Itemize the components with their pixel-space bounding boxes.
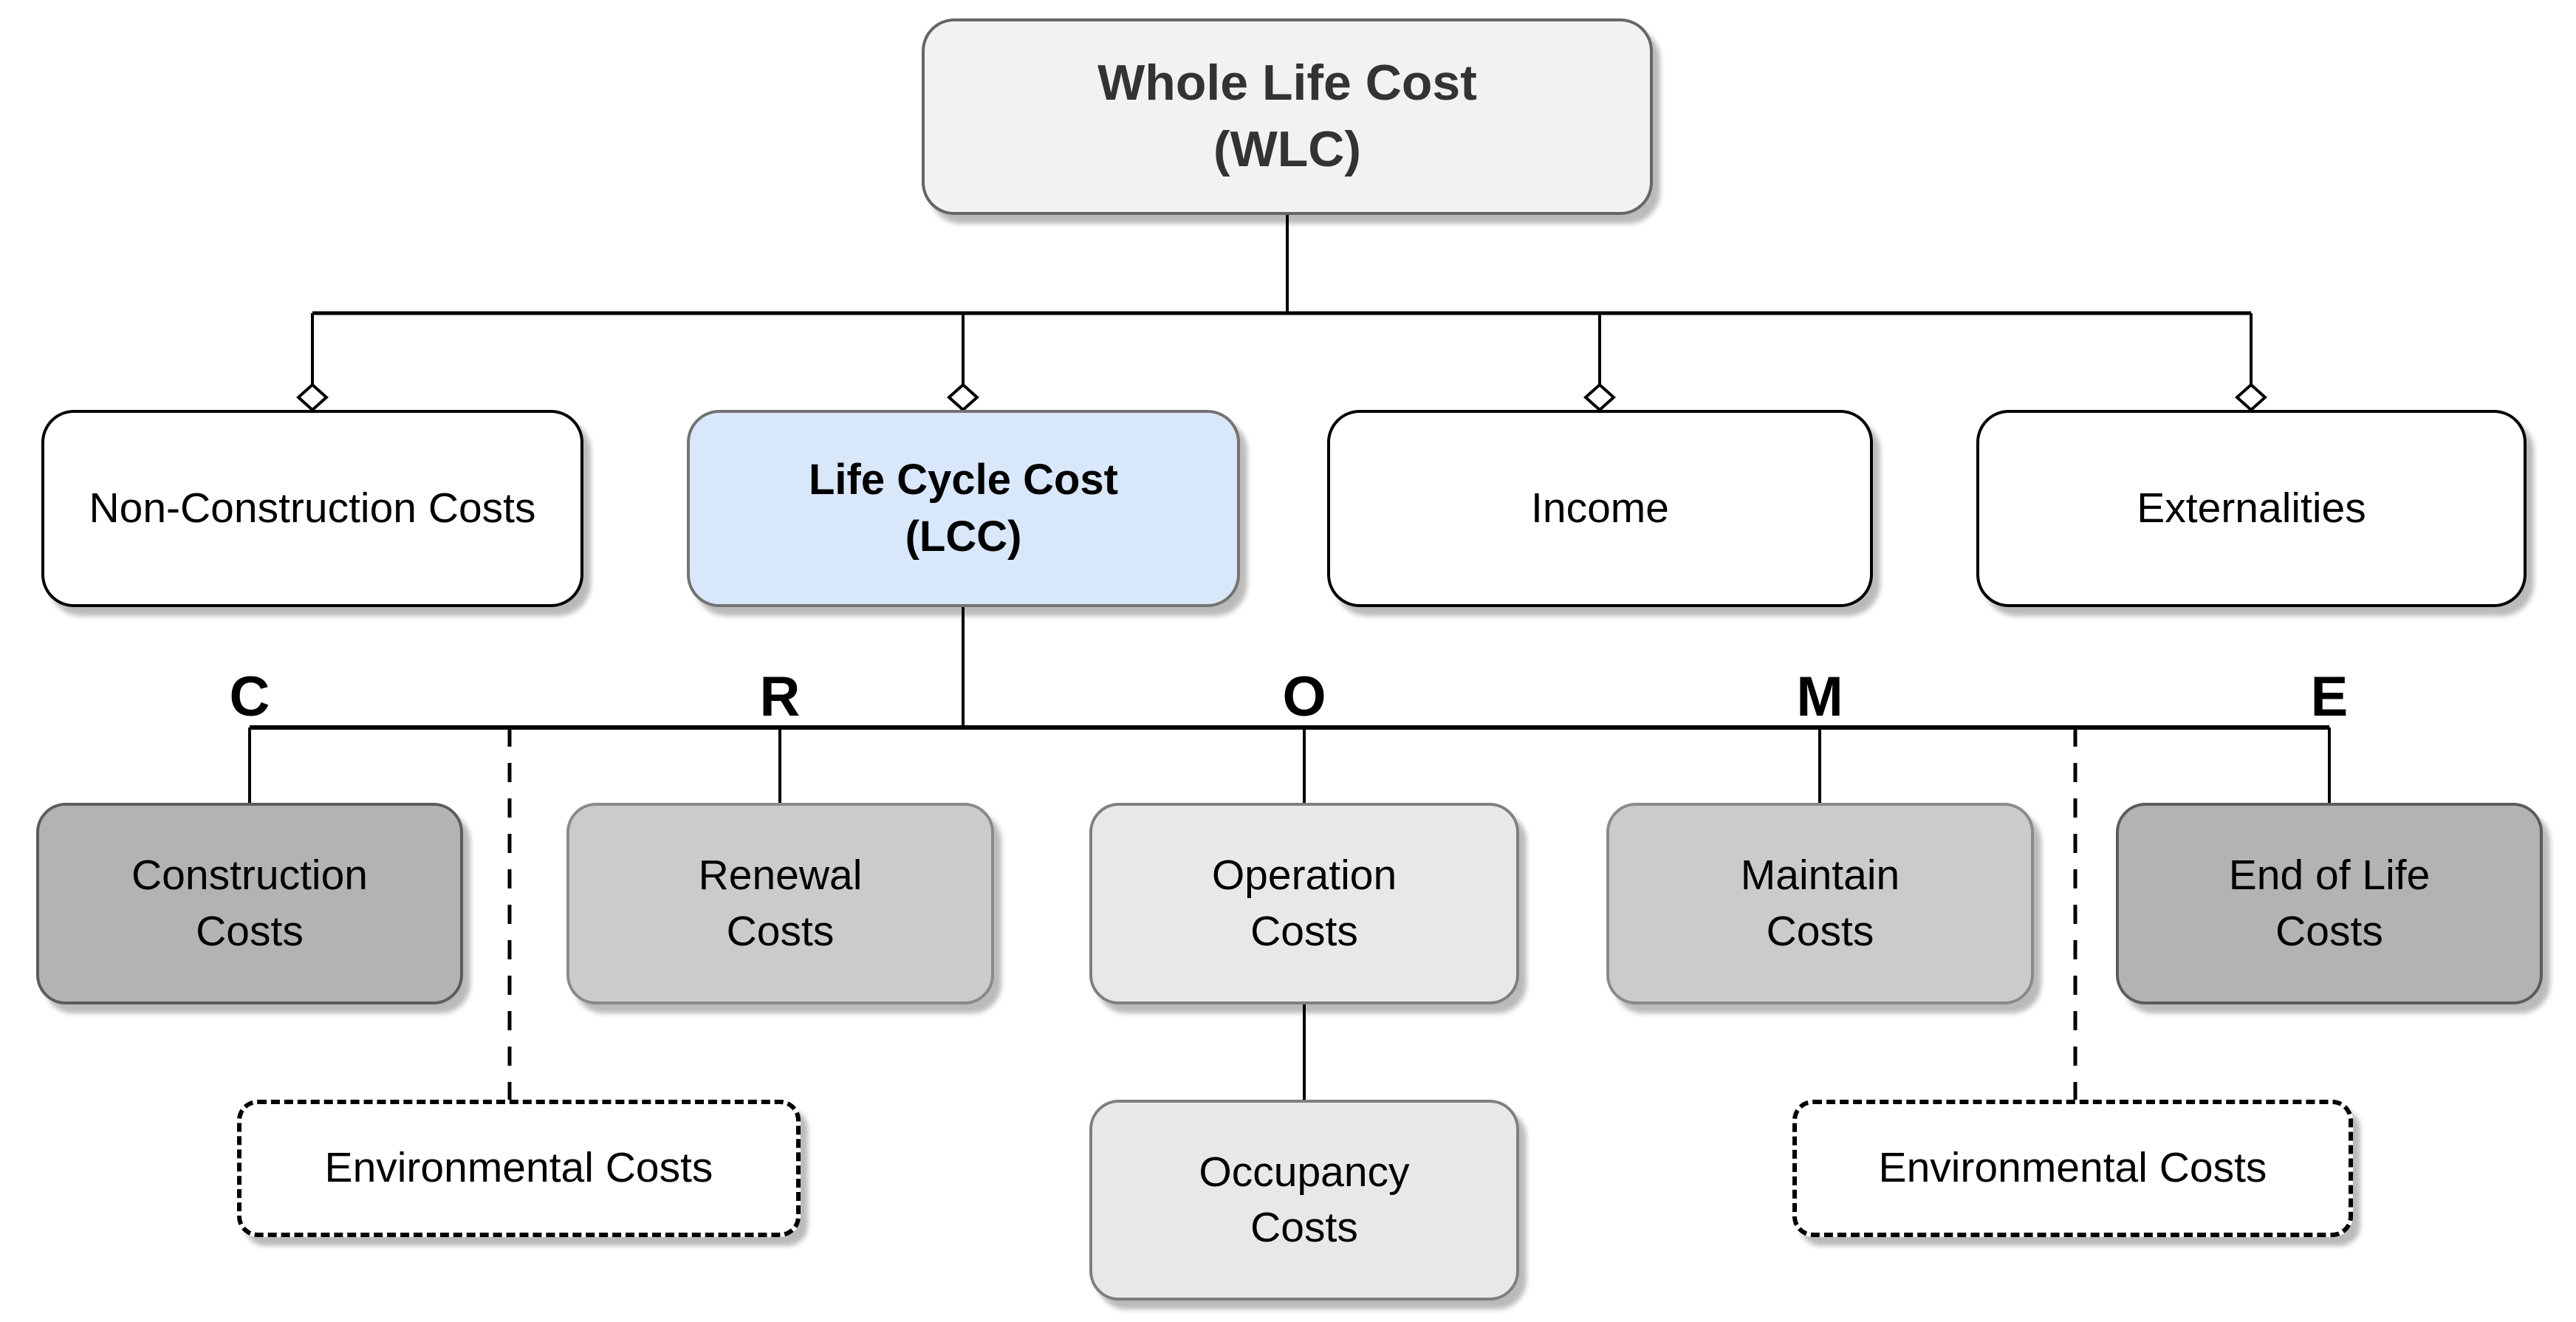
node-label: Non-Construction Costs (89, 484, 536, 532)
node-label: Costs (1250, 907, 1358, 955)
node-label: Costs (2275, 907, 2383, 955)
node-label: Maintain (1740, 852, 1900, 900)
node-label: (WLC) (1213, 121, 1362, 177)
node-end-of-life-costs: End of Life Costs (2116, 803, 2543, 1004)
node-label: Costs (196, 907, 304, 955)
node-label: Costs (1250, 1204, 1358, 1251)
diamond-icon (296, 383, 329, 412)
node-label: (LCC) (905, 512, 1022, 561)
node-non-construction-costs: Non-Construction Costs (41, 410, 583, 607)
letter-m: M (1796, 665, 1843, 728)
diamond-icon (1583, 383, 1616, 412)
node-label: Renewal (698, 852, 863, 900)
node-label: Operation (1211, 852, 1397, 900)
letter-e: E (2310, 665, 2349, 728)
node-environmental-costs-left: Environmental Costs (237, 1100, 801, 1237)
node-label: Costs (1766, 907, 1874, 955)
node-renewal-costs: Renewal Costs (566, 803, 994, 1004)
letter-o: O (1282, 665, 1326, 728)
node-operation-costs: Operation Costs (1089, 803, 1519, 1004)
node-label: Environmental Costs (324, 1144, 713, 1192)
node-maintain-costs: Maintain Costs (1606, 803, 2034, 1004)
node-label: Externalities (2137, 484, 2366, 532)
node-label: Environmental Costs (1878, 1144, 2267, 1192)
node-construction-costs: Construction Costs (36, 803, 463, 1004)
node-label: Life Cycle Cost (809, 455, 1118, 504)
node-externalities: Externalities (1976, 410, 2527, 607)
letter-c: C (229, 665, 270, 728)
node-label: Whole Life Cost (1097, 55, 1477, 112)
letter-r: R (759, 665, 801, 728)
node-income: Income (1327, 410, 1873, 607)
node-life-cycle-cost: Life Cycle Cost (LCC) (687, 410, 1240, 607)
node-label: Costs (726, 907, 835, 955)
node-label: Occupancy (1199, 1148, 1410, 1196)
diamond-icon (2235, 383, 2267, 412)
node-occupancy-costs: Occupancy Costs (1089, 1100, 1519, 1301)
node-whole-life-cost: Whole Life Cost (WLC) (922, 18, 1653, 215)
node-environmental-costs-right: Environmental Costs (1792, 1100, 2353, 1237)
diamond-icon (947, 383, 979, 412)
node-label: End of Life (2228, 852, 2431, 900)
node-label: Construction (131, 852, 368, 900)
node-label: Income (1531, 484, 1669, 532)
